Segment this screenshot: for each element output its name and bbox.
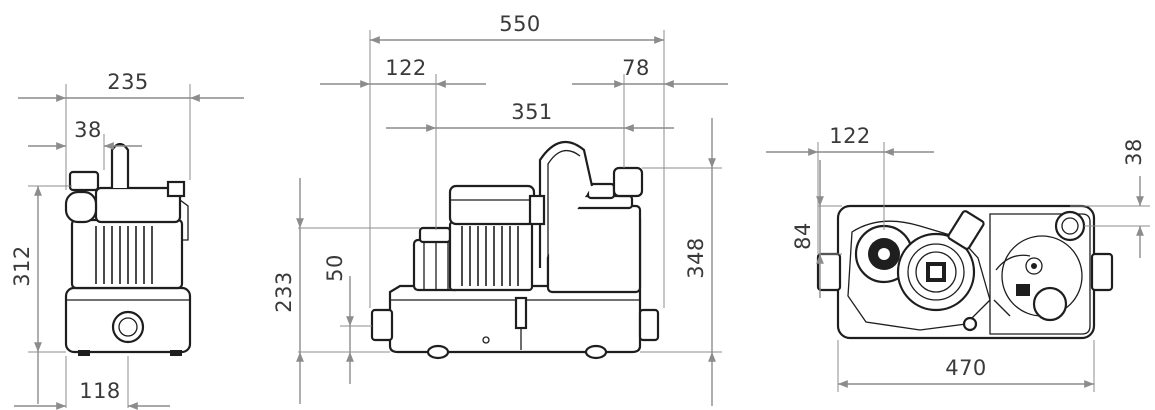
top-view: 122 84 38 470: [766, 124, 1150, 392]
label-front-left: 122: [385, 56, 427, 80]
dim-front-height: 348: [640, 118, 722, 406]
label-side-inlet: 38: [74, 118, 102, 142]
dim-top-left: 122: [766, 124, 934, 254]
label-front-right: 78: [622, 56, 650, 80]
label-side-height: 312: [10, 245, 34, 287]
side-view-fins: [95, 226, 153, 284]
label-top-top: 38: [1122, 138, 1146, 166]
dim-front-left: 122: [320, 56, 486, 230]
label-front-body-height: 233: [272, 271, 296, 313]
label-top-side: 84: [791, 222, 815, 250]
dim-side-height: 312: [10, 185, 72, 404]
dim-top-length: 470: [837, 340, 1095, 392]
label-side-width: 235: [107, 70, 149, 94]
dim-front-center: 351: [386, 100, 674, 132]
dim-side-inlet: 38: [28, 118, 142, 190]
label-front-center: 351: [511, 100, 553, 124]
label-top-length: 470: [945, 356, 987, 380]
front-view: 550 122 78 351: [272, 12, 728, 406]
dim-side-outlet: 118: [14, 356, 170, 410]
top-view-body: [816, 204, 1114, 340]
label-top-left: 122: [829, 124, 871, 148]
dim-side-width: 235: [18, 70, 244, 180]
label-side-outlet: 118: [79, 379, 121, 403]
dim-front-right: 78: [572, 56, 728, 168]
dim-front-length: 550: [369, 12, 665, 308]
front-view-body: [370, 140, 660, 360]
side-view: 235 38 312 118: [10, 70, 244, 410]
dim-front-low: 50: [323, 254, 372, 384]
label-front-low: 50: [323, 254, 347, 282]
label-front-height: 348: [684, 237, 708, 279]
dim-top-side: 84: [791, 160, 842, 298]
dim-front-body-height: 233: [272, 178, 420, 404]
label-front-length: 550: [499, 12, 541, 36]
front-view-fins: [461, 226, 519, 286]
side-view-body: [64, 142, 192, 356]
dim-top-top: 38: [1070, 138, 1150, 258]
